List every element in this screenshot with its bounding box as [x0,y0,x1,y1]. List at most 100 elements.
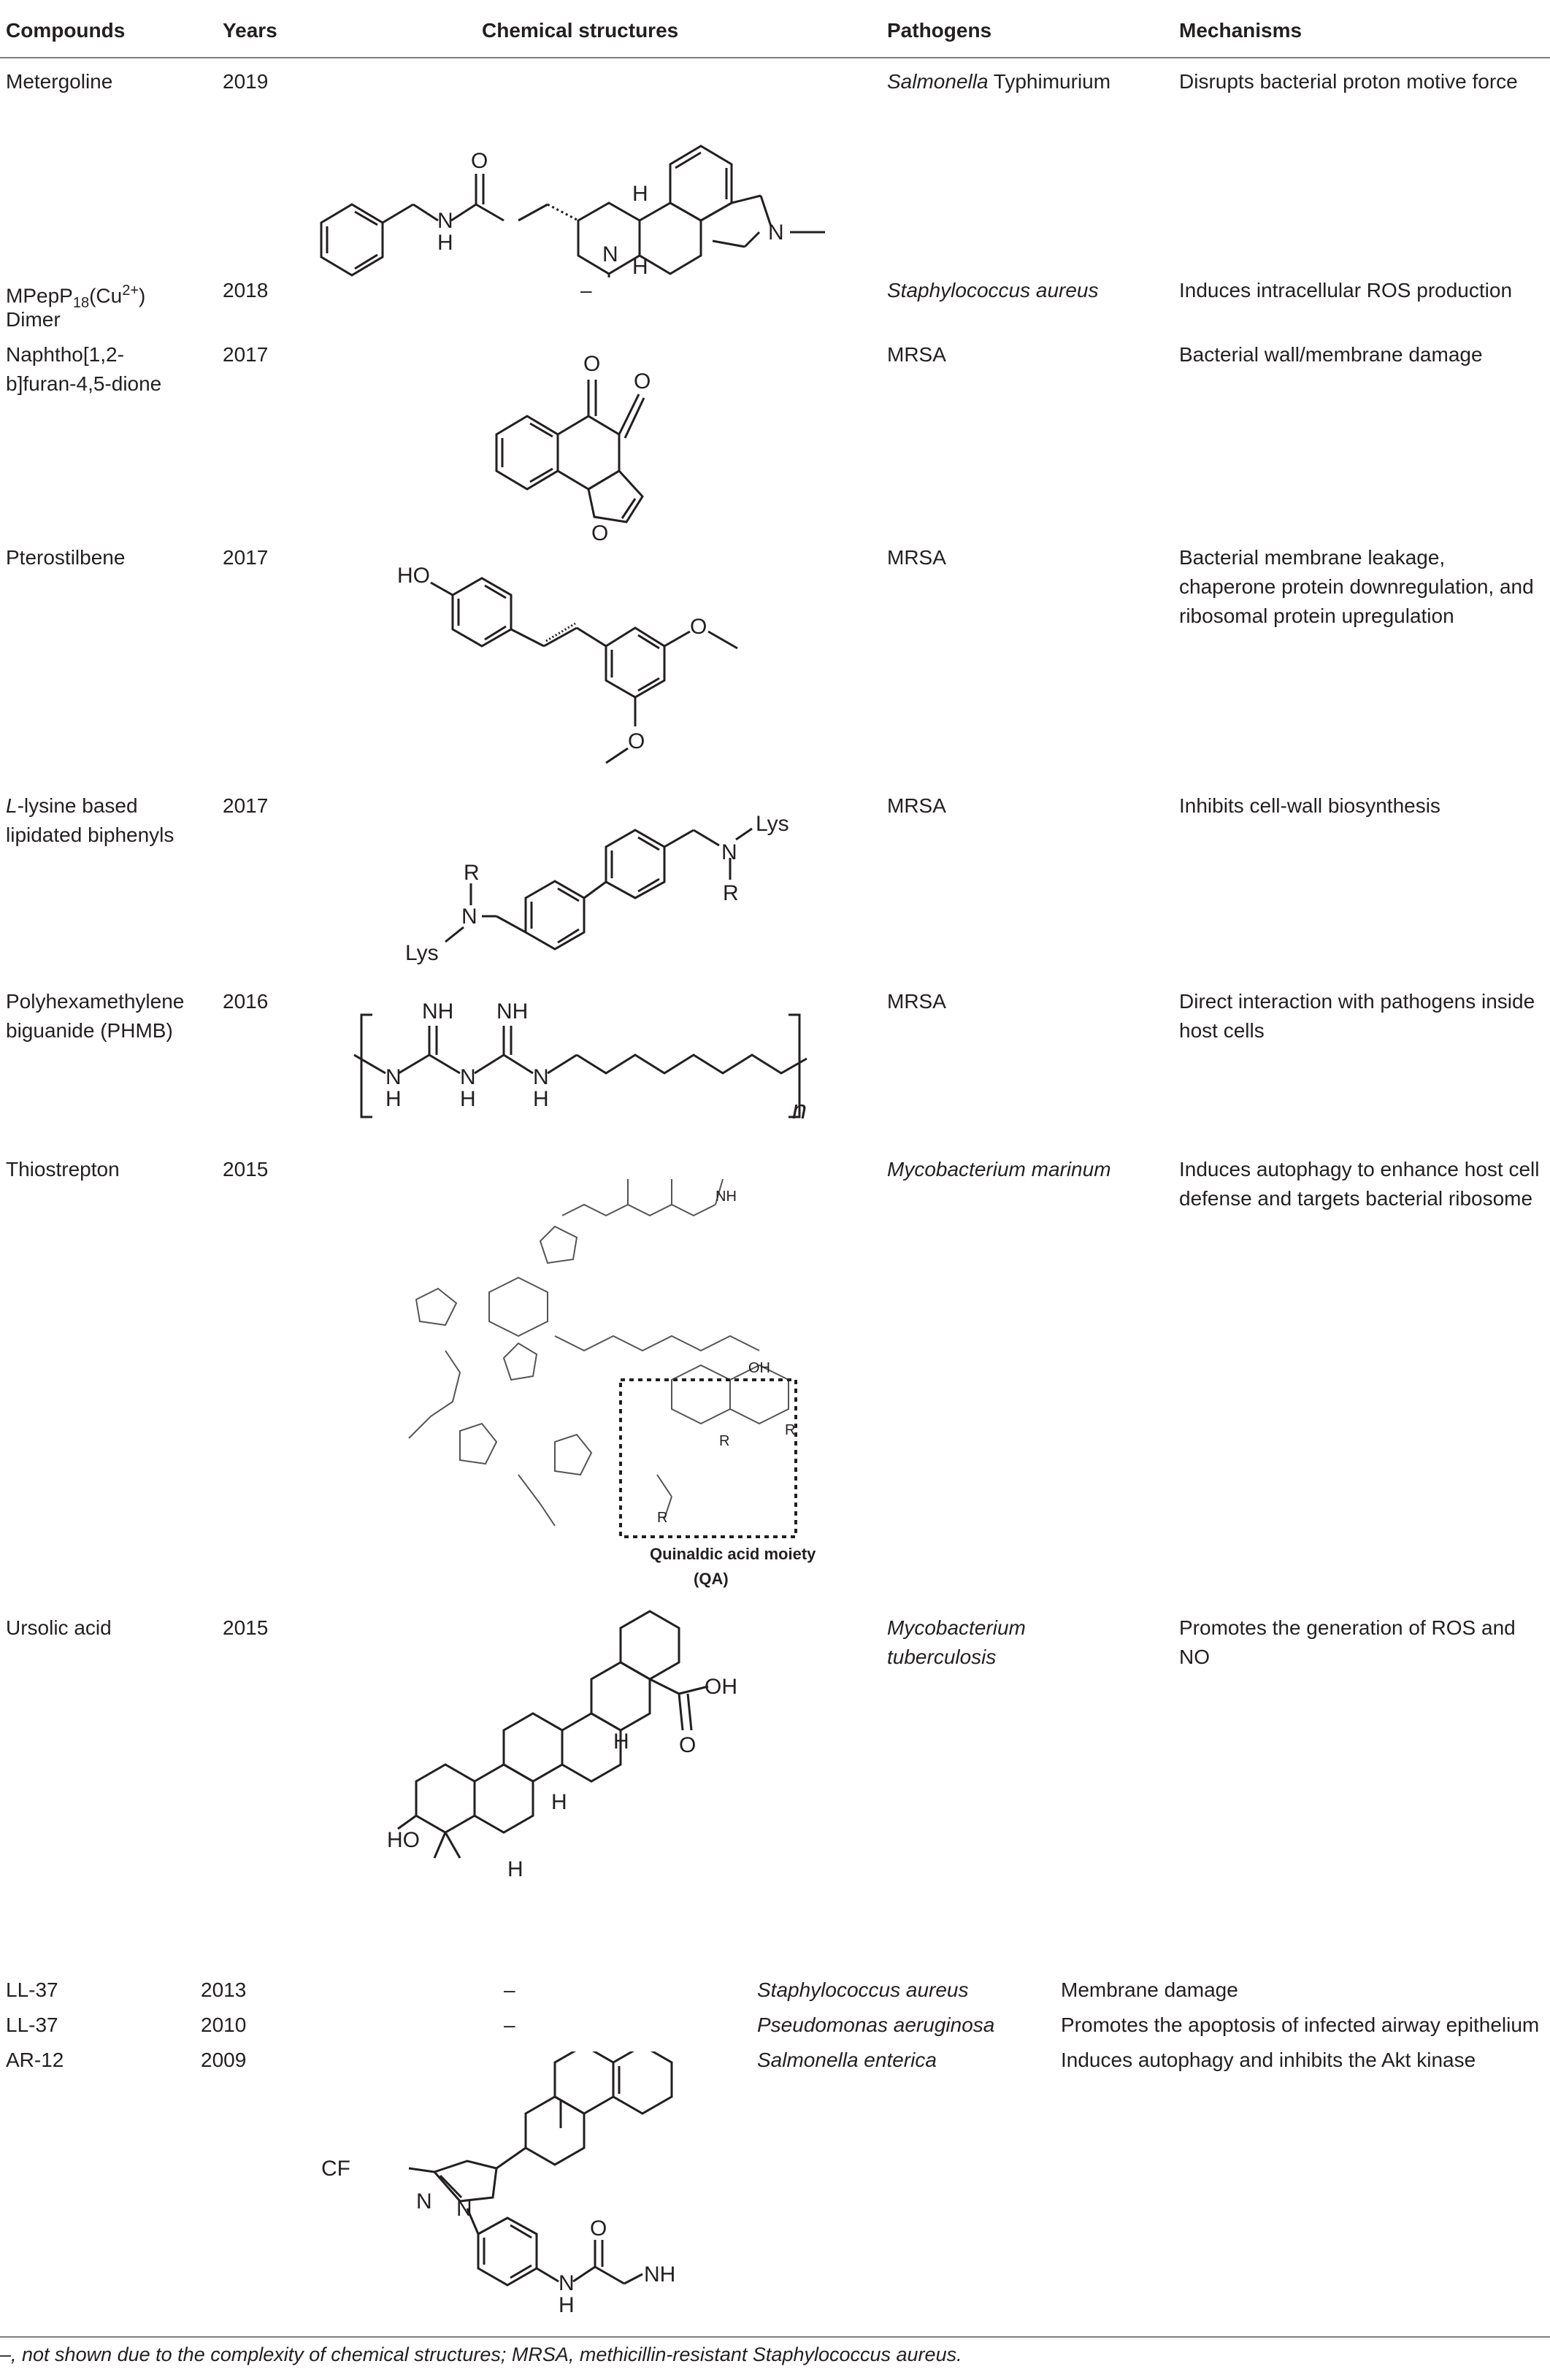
naphtho-o3: O [591,521,608,545]
row-mechanism: Induces autophagy and inhibits the Akt k… [1061,2049,1476,2071]
phmb-structure: NH NH N H N H N H n [353,999,807,1124]
row-year: 2016 [223,990,269,1013]
row-pathogen: MRSA [887,990,946,1013]
phmb-nh1: NH [422,999,453,1024]
row-compound: L-lysine based [6,791,138,821]
header-mechanisms: Mechanisms [1179,19,1302,42]
header-rule [0,57,1550,58]
row-pathogen-line1: Mycobacterium [887,1616,1026,1639]
thiostrepton-r1: R [785,1422,795,1438]
pterostilbene-o1: O [690,615,707,639]
pterostilbene-o2: O [628,729,645,753]
row-pathogen: Salmonella Typhimurium [887,67,1110,96]
metergoline-o: O [471,149,488,173]
row-mechanism-line2: chaperone protein downregulation, and [1179,575,1534,598]
row-mechanism-line3: ribosomal protein upregulation [1179,604,1454,627]
lysine-biphenyl-structure: N Lys R R N Lys [405,812,789,965]
row-year: 2013 [201,1978,247,2001]
metergoline-h-bottom: H [632,255,648,277]
row-mechanism-line2: host cells [1179,1019,1265,1042]
row-compound: Naphtho[1,2- [6,343,124,366]
lysine-n2: N [461,905,477,929]
row-pathogen: MRSA [887,546,946,569]
phmb-nh2: NH [496,999,528,1024]
row-mechanism-line1: Bacterial membrane leakage, [1179,546,1446,569]
row-pathogen: MRSA [887,343,946,366]
footer-rule [0,2336,1550,2338]
thiostrepton-r3: R [657,1510,667,1526]
naphtho-o1: O [583,352,600,376]
row-compound: Polyhexamethylene [6,990,185,1013]
row-year: 2017 [223,794,269,817]
phmb-n1: N [385,1065,402,1089]
phmb-h3: H [533,1087,549,1111]
ar12-cf3: CF [321,2157,350,2181]
header-years: Years [223,19,277,42]
row-pathogen: MRSA [887,794,946,817]
row-year: 2017 [223,546,269,569]
pterostilbene-structure: HO O O [397,564,738,764]
compound-superscript: 2+ [122,283,139,299]
row-pathogen-line2: tuberculosis [887,1646,997,1668]
lysine-lys1: Lys [756,812,789,836]
row-compound-line2: Dimer [6,308,61,331]
row-year: 2018 [223,279,269,302]
ursolic-h1: H [613,1730,629,1754]
ursolic-h2: H [551,1790,567,1814]
row-mechanism: Promotes the apoptosis of infected airwa… [1061,2014,1540,2036]
naphtho-o2: O [634,369,651,394]
ar12-n1: N [416,2189,432,2214]
ursolic-ho: HO [387,1828,420,1852]
lysine-n1: N [721,840,737,864]
ar12-nh2: NH [644,2262,675,2287]
row-structure-dash: – [504,2014,515,2036]
header-compounds: Compounds [6,19,126,42]
ursolic-oh: OH [705,1675,737,1699]
row-mechanism: Bacterial wall/membrane damage [1179,343,1483,366]
lysine-r1: R [723,881,739,905]
ar12-o: O [590,2216,607,2241]
compound-prefix: L [6,794,18,817]
row-structure-dash: – [580,279,592,302]
metergoline-n-right: N [768,220,784,245]
compound-part: (Cu [89,284,123,307]
compound-subscript: 18 [72,294,90,311]
row-mechanism-line2: NO [1179,1646,1210,1668]
row-compound: Metergoline [6,70,113,93]
header-structures: Chemical structures [482,19,679,42]
pathogen-genus: Salmonella [887,70,989,93]
ar12-n2: N [456,2197,472,2221]
thiostrepton-structure: Quinaldic acid moiety (QA) OH NH R R R [408,1178,816,1588]
row-mechanism: Disrupts bacterial proton motive force [1179,70,1518,93]
pterostilbene-ho: HO [397,564,430,588]
ursolic-h3: H [507,1857,523,1881]
metergoline-nh-h: H [437,231,453,255]
compound-name: MPepP [6,284,73,307]
compound-name: -lysine based [17,794,138,817]
phmb-n2: N [460,1065,476,1089]
compound-close: ) [139,284,146,307]
row-compound-line2: lipidated biphenyls [6,824,174,846]
row-compound: LL-37 [6,1978,58,2001]
phmb-h2: H [460,1087,476,1111]
row-mechanism-line1: Induces autophagy to enhance host cell [1179,1158,1540,1181]
metergoline-n: N [437,209,453,233]
thiostrepton-oh: OH [748,1360,770,1376]
lysine-r2: R [464,861,480,885]
row-mechanism: Membrane damage [1061,1978,1238,2001]
row-compound-line2: b]furan-4,5-dione [6,372,162,395]
thiostrepton-r2: R [719,1433,729,1449]
pathogen-serovar: Typhimurium [988,70,1111,93]
row-compound-line2: biguanide (PHMB) [6,1019,173,1042]
row-year: 2010 [201,2014,247,2036]
row-mechanism-line2: defense and targets bacterial ribosome [1179,1187,1533,1210]
row-compound: Pterostilbene [6,546,126,569]
metergoline-n-ring: N [602,242,618,266]
phmb-n-subscript: n [792,1094,807,1124]
metergoline-structure: O N H H N N H [320,145,825,277]
row-structure-dash: – [504,1978,515,2001]
row-pathogen: Staphylococcus aureus [887,279,1099,302]
table-footnote: –, not shown due to the complexity of ch… [0,2343,962,2365]
row-mechanism: Induces intracellular ROS production [1179,279,1513,302]
row-pathogen: Staphylococcus aureus [757,1978,969,2001]
